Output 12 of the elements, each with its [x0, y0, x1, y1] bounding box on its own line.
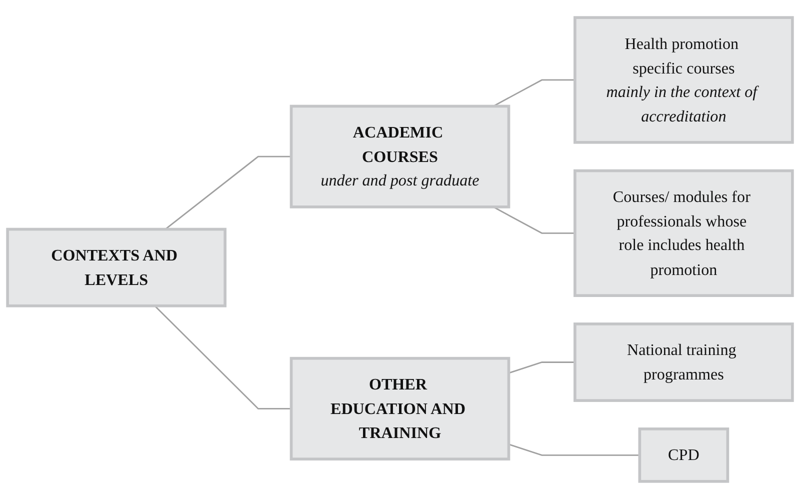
node-box: Health promotion specific courses mainly in the context of accreditation [574, 16, 794, 144]
connector [508, 361, 575, 374]
node-box: Courses/ modules for professionals whose role includes health promotion [574, 168, 794, 296]
connector [492, 206, 575, 234]
node-box: ACADEMIC COURSES under and post graduate [290, 104, 510, 208]
node-box: OTHER EDUCATION AND TRAINING [290, 356, 510, 460]
connector [508, 443, 640, 456]
connector [154, 304, 292, 409]
node-box: National training programmes [574, 322, 794, 402]
connector [164, 155, 292, 230]
node-box: CPD [638, 427, 730, 482]
node-box: CONTEXTS AND LEVELS [6, 227, 226, 307]
